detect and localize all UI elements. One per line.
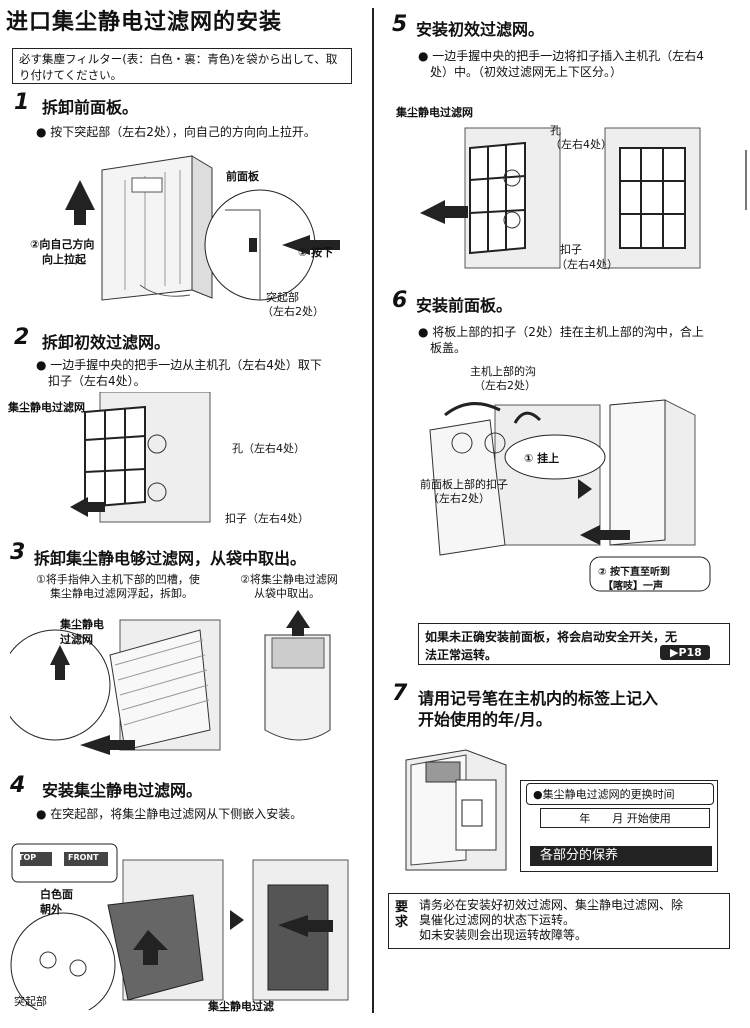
step-2-bullet-1-text: 一边手握中央的把手一边从主机孔（左右4处）取下 (50, 358, 322, 372)
tab-label-1: 突起部 (266, 291, 299, 304)
step-5-bullet-1-text: 一边手握中央的把手一边将扣子插入主机孔（左右4 (432, 49, 704, 63)
start-date-field: 年 月 开始使用 (540, 808, 710, 828)
step-3-filter-label-1: 集尘静电 (60, 618, 104, 631)
step-5-hole-label-1: 孔 (550, 124, 561, 137)
warning-box: 如果未正确安装前面板，将会启动安全开关，无 法正常运转。 (418, 623, 730, 665)
step-3-number: 3 (10, 540, 26, 565)
step-7-number: 7 (392, 681, 408, 706)
step-1-bullet-text: 按下突起部（左右2处），向自己的方向向上拉开。 (50, 125, 316, 139)
panel-clip-label-1: 前面板上部的扣子 (420, 478, 508, 491)
warning-line-2: 法正常运转。 (425, 648, 498, 662)
step-5-clip-label-1: 扣子 (560, 243, 582, 256)
japanese-note: 必す集塵フィルター(表：白色・裏：青色)を袋から出して、取り付けてください。 (12, 48, 352, 84)
step-2-bullet-1: ● 一边手握中央的把手一边从主机孔（左右4处）取下 (36, 358, 322, 372)
step-3-sub-b-2: 从袋中取出。 (254, 587, 320, 600)
step-4-bullet: ● 在突起部，将集尘静电过滤网从下侧嵌入安装。 (36, 807, 303, 821)
white-side-label-1: 白色面 (40, 888, 73, 901)
step-2-illustration (60, 392, 220, 532)
hook-label: ① 挂上 (524, 452, 560, 465)
step-6-bullet-1-text: 将板上部的扣子（2处）挂在主机上部的沟中，合上 (432, 325, 704, 339)
step-4-filter-label: 集尘静电过滤 (208, 1000, 274, 1013)
step-5-bullet-1: ● 一边手握中央的把手一边将扣子插入主机孔（左右4 (418, 49, 704, 63)
step-3-filter-label-2: 过滤网 (60, 633, 93, 646)
requirement-box: 要求 请务必在安装好初效过滤网、集尘静电过滤网、除 臭催化过滤网的状态下运转。 … (388, 893, 730, 949)
requirement-line-1: 请务必在安装好初效过滤网、集尘静电过滤网、除 (419, 898, 684, 912)
step-6-number: 6 (392, 288, 408, 313)
groove-label-1: 主机上部的沟 (470, 365, 536, 378)
step-5-clip-label-2: （左右4处） (556, 258, 618, 271)
step-1-bullet: ● 按下突起部（左右2处），向自己的方向向上拉开。 (36, 125, 316, 139)
requirement-tag: 要求 (395, 900, 409, 930)
step-2-title: 拆卸初效过滤网。 (42, 333, 171, 352)
step-6-illustration (400, 395, 745, 605)
step-7-illustration (396, 740, 521, 880)
step-5-filter-label: 集尘静电过滤网 (396, 106, 473, 119)
step-6-bullet-1: ● 将板上部的扣子（2处）挂在主机上部的沟中，合上 (418, 325, 704, 339)
press-label: ① 按下 (298, 246, 334, 259)
step-5-illustration (400, 118, 720, 278)
requirement-line-3: 如未安装则会出现运转故障等。 (419, 928, 588, 942)
top-tag: TOP (18, 853, 37, 862)
step-3-sub-b-1: ②将集尘静电过滤网 (240, 573, 338, 586)
step-2-number: 2 (14, 325, 30, 350)
step-4-title: 安装集尘静电过滤网。 (42, 781, 203, 800)
step-6-bullet-2: 板盖。 (430, 341, 467, 355)
step-5-title: 安装初效过滤网。 (416, 20, 545, 39)
step-7-title-1: 请用记号笔在主机内的标签上记入 (418, 689, 659, 708)
panel-clip-label-2: （左右2处） (428, 492, 490, 505)
step-3-illustration (10, 610, 360, 760)
groove-label-2: （左右2处） (474, 379, 536, 392)
step-2-bullet-2: 扣子（左右4处）。 (48, 374, 146, 388)
step-4-number: 4 (10, 773, 26, 798)
step-4-tab-label: 突起部 (14, 995, 47, 1008)
hole-label: 孔（左右4处） (232, 442, 305, 455)
front-tag: FRONT (68, 853, 99, 862)
step-3-sub-a-1: ①将手指伸入主机下部的凹槽，使 (36, 573, 200, 586)
step-3-title: 拆卸集尘静电够过滤网，从袋中取出。 (34, 549, 307, 568)
step-5-hole-label-2: （左右4处） (550, 138, 612, 151)
maintenance-banner: 各部分的保养 (530, 846, 712, 866)
white-side-label-2: 朝外 (40, 903, 62, 916)
step-7-title-2: 开始使用的年/月。 (418, 710, 552, 729)
page-edge-mark (745, 150, 747, 210)
step-5-bullet-2: 处）中。（初效过滤网无上下区分。） (430, 65, 623, 79)
pull-up-label-1: ②向自己方向 (30, 238, 95, 251)
tab-label-2: （左右2处） (262, 305, 324, 318)
page-title: 进口集尘静电过滤网的安装 (6, 10, 283, 35)
step-4-illustration (8, 840, 363, 1010)
step-5-number: 5 (392, 12, 408, 37)
requirement-line-2: 臭催化过滤网的状态下运转。 (419, 913, 576, 927)
step-1-illustration (20, 150, 360, 320)
step-1-title: 拆卸前面板。 (42, 98, 139, 117)
page-ref-link[interactable]: ▶P18 (660, 645, 710, 660)
step-6-title: 安装前面板。 (416, 296, 513, 315)
column-divider (372, 8, 374, 1013)
press-until-click-label-2: 【喀吱】一声 (603, 581, 663, 592)
warning-line-1: 如果未正确安装前面板，将会启动安全开关，无 (425, 630, 678, 644)
clip-label: 扣子（左右4处） (225, 512, 309, 525)
step-3-sub-a-2: 集尘静电过滤网浮起，拆卸。 (50, 587, 193, 600)
pull-up-label-2: 向上拉起 (42, 253, 86, 266)
step-4-bullet-text: 在突起部，将集尘静电过滤网从下侧嵌入安装。 (50, 807, 303, 821)
front-panel-label: 前面板 (226, 170, 259, 183)
replace-time-label: ●集尘静电过滤网的更换时间 (526, 783, 714, 805)
press-until-click-label-1: ② 按下直至听到 (598, 567, 670, 578)
step-1-number: 1 (14, 90, 30, 115)
step-2-filter-label: 集尘静电过滤网 (8, 401, 85, 414)
